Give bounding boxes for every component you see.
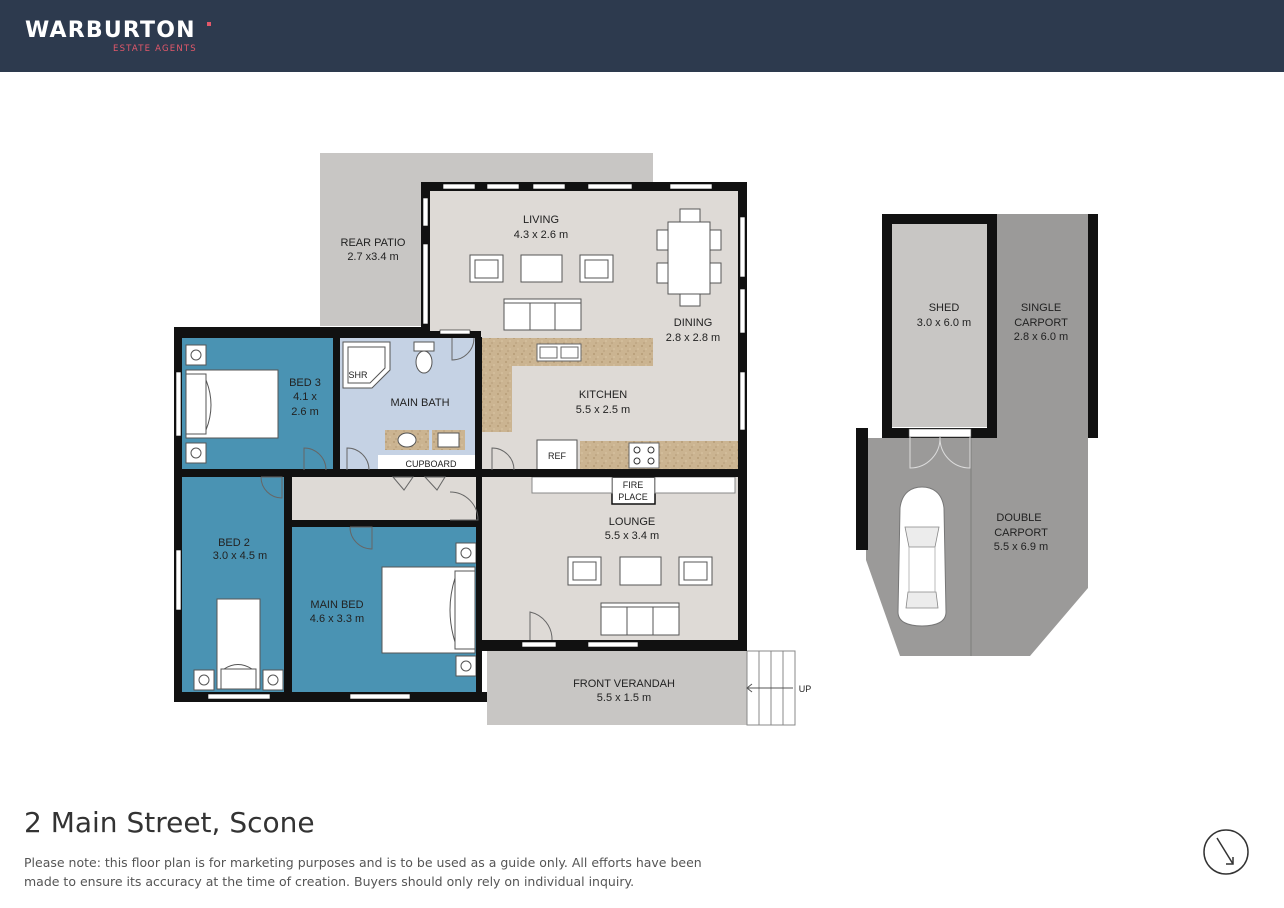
cooktop-icon (628, 442, 660, 469)
fireplace-label-line1: FIRE (623, 480, 644, 490)
bed2-label: BED 2 (218, 537, 250, 549)
main-bed-side-tables (455, 542, 477, 677)
front-verandah-size: 5.5 x 1.5 m (597, 692, 651, 704)
kitchen-bench (481, 338, 653, 432)
brand-logo-mark (207, 22, 211, 26)
front-steps (746, 650, 796, 726)
shed-size: 3.0 x 6.0 m (917, 317, 971, 329)
disclaimer-text: Please note: this floor plan is for mark… (24, 855, 702, 889)
stairs-up-label: UP (799, 684, 812, 694)
single-carport-size: 2.8 x 6.0 m (1014, 331, 1068, 343)
property-address: 2 Main Street, Scone (24, 806, 315, 839)
bed3-side-tables (185, 344, 207, 464)
front-verandah (487, 651, 747, 725)
cupboard-label: CUPBOARD (405, 459, 457, 469)
brand-tagline: ESTATE AGENTS (113, 44, 197, 54)
lounge-shelf-left (531, 476, 613, 494)
fireplace (611, 476, 656, 505)
main-bed-bed (381, 566, 476, 654)
shed-label: SHED (929, 302, 960, 314)
sink-icon (536, 343, 582, 362)
single-carport-label-line2: CARPORT (1014, 317, 1068, 329)
bed2-side-tables (193, 669, 284, 691)
living-label: LIVING (523, 214, 559, 226)
double-carport-label-line1: DOUBLE (996, 512, 1041, 524)
shower (342, 341, 391, 389)
bed3-size-line2: 2.6 m (291, 406, 319, 418)
double-carport-size: 5.5 x 6.9 m (994, 541, 1048, 553)
rear-patio-label: REAR PATIO (341, 237, 406, 249)
windows (175, 183, 746, 700)
shed-door-opening (908, 428, 972, 438)
rear-patio-size: 2.7 x3.4 m (347, 251, 398, 263)
single-carport-label-line1: SINGLE (1021, 302, 1061, 314)
lounge-shelf-right (654, 476, 736, 494)
kitchen-label: KITCHEN (579, 389, 627, 401)
main-bed-label: MAIN BED (310, 599, 363, 611)
living-size: 4.3 x 2.6 m (514, 229, 568, 241)
main-bath-label: MAIN BATH (390, 397, 449, 409)
lounge-furniture (567, 556, 713, 636)
bed2-size: 3.0 x 4.5 m (213, 550, 267, 562)
compass-north-arrow-icon (1203, 829, 1249, 875)
front-verandah-label: FRONT VERANDAH (573, 678, 675, 690)
door-swings (260, 337, 553, 641)
car-icon (897, 486, 947, 627)
bed3-bed (185, 369, 279, 439)
bed3-label: BED 3 (289, 377, 321, 389)
brand-logo: WARBURTON (25, 18, 196, 43)
vanity (385, 430, 465, 450)
shed-door-swings (909, 436, 971, 469)
fireplace-label-line2: PLACE (618, 492, 648, 502)
header-bar: WARBURTON ESTATE AGENTS (0, 0, 1284, 72)
bed2-bed (216, 598, 261, 690)
lounge-size: 5.5 x 3.4 m (605, 530, 659, 542)
single-carport (997, 214, 1088, 438)
dining-size: 2.8 x 2.8 m (666, 332, 720, 344)
toilet-icon (413, 341, 435, 374)
fridge-label: REF (548, 451, 567, 461)
shower-label: SHR (348, 370, 368, 380)
kitchen-size: 5.5 x 2.5 m (576, 404, 630, 416)
double-carport-label-line2: CARPORT (994, 527, 1048, 539)
dining-label: DINING (674, 317, 713, 329)
living-furniture (469, 254, 614, 331)
lounge-label: LOUNGE (609, 516, 655, 528)
main-bed-size: 4.6 x 3.3 m (310, 613, 364, 625)
bed3-size-line1: 4.1 x (293, 391, 317, 403)
hall-floor (290, 476, 480, 522)
dining-table (656, 208, 722, 307)
shed-floor (892, 224, 987, 427)
